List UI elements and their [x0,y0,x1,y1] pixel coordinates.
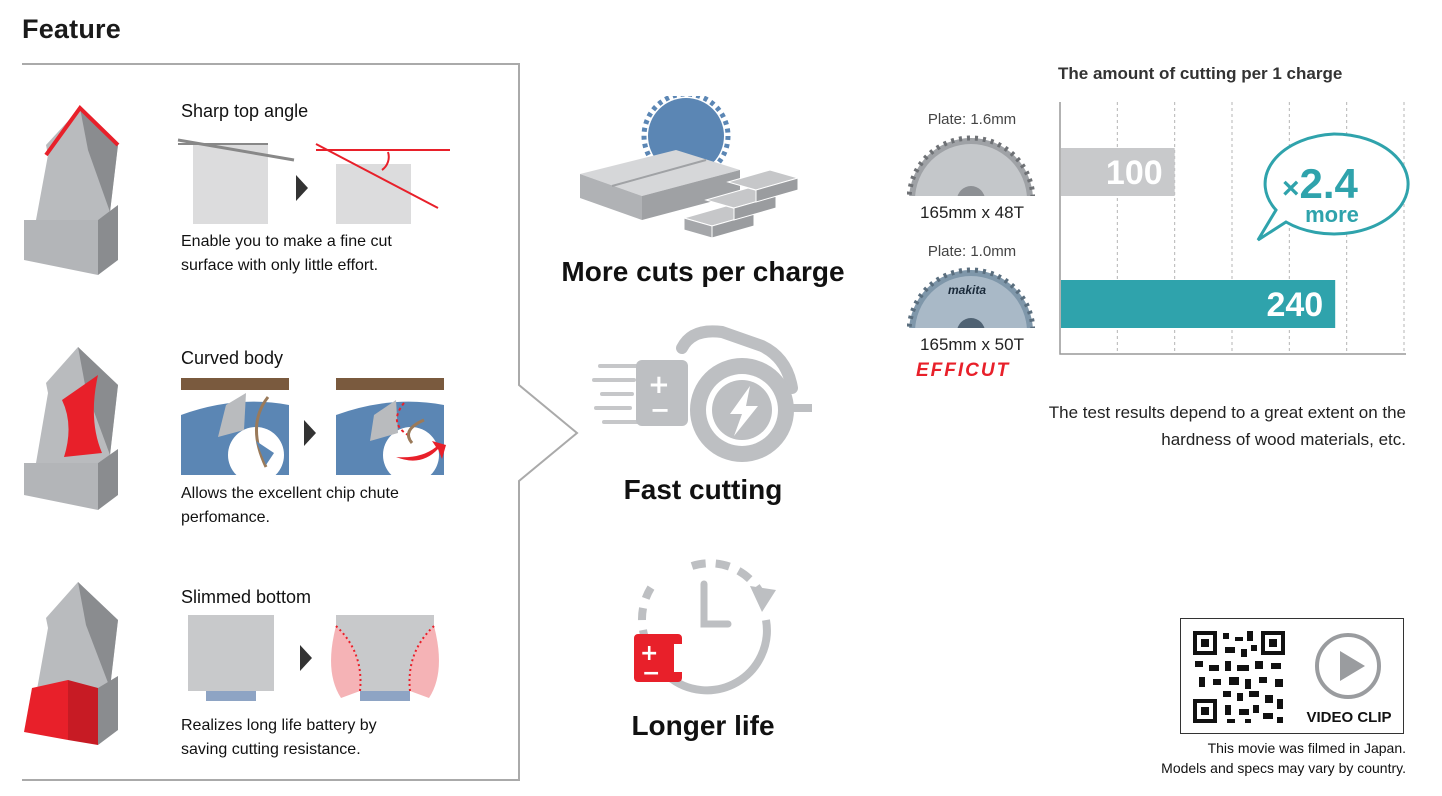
qr-code-icon[interactable] [1191,629,1287,725]
bar-0 [1061,148,1175,196]
multiplier-suffix: more [1305,202,1359,227]
blade-1-size: 165mm x 48T [920,203,1024,222]
benefit-longer-life-label: Longer life [631,710,775,741]
makita-logo: makita [948,283,987,297]
clock-battery-icon: + − [634,559,776,695]
cutting-bar-chart: 100 240 [1059,102,1406,355]
chart-title: The amount of cutting per 1 charge [1058,64,1343,83]
efficut-brand: EFFICUT [916,360,1011,381]
svg-text:+: + [648,370,670,400]
benefit-more-cuts-label: More cuts per charge [561,256,845,287]
tooth-diagram-top [24,104,120,275]
top-angle-diagram [177,138,450,224]
blade-2-plate: Plate: 1.0mm [927,243,1017,260]
feature-desc-slimmed-bottom: Realizes long life battery by saving cut… [181,717,377,758]
multiplier-prefix: × [1282,172,1300,205]
circular-saw-icon: + − [592,325,812,462]
test-results-note: The test results depend to a great exten… [1048,403,1406,449]
multiplier-value-group: ×2.4 [1282,160,1358,208]
svg-text:−: − [650,396,670,424]
multiplier-badge [1256,132,1410,242]
blade-50t-image [907,267,1035,328]
bar-value-label-0: 100 [1106,154,1163,192]
tooth-diagram-body [24,347,118,510]
chart-axis [1059,102,1406,355]
blade-2-size: 165mm x 50T [920,335,1024,354]
video-clip-label: VIDEO CLIP [1306,709,1392,726]
feature-title-slimmed-bottom: Slimmed bottom [181,587,312,607]
feature-desc-curved-body: Allows the excellent chip chute perfoman… [181,485,399,526]
svg-text:−: − [642,661,660,686]
svg-text:+: + [640,641,658,666]
video-clip-box[interactable]: VIDEO CLIP [1180,618,1404,734]
benefit-fast-cutting-label: Fast cutting [623,474,783,505]
multiplier-value: 2.4 [1299,160,1358,207]
blade-1-plate: Plate: 1.6mm [927,111,1017,128]
bar-1 [1061,280,1336,328]
page-title: Feature [22,14,121,44]
chip-chute-diagram [181,378,446,480]
feature-title-sharp-top-angle: Sharp top angle [181,101,309,121]
slimmed-bottom-diagram [188,615,439,701]
tooth-diagram-bottom [24,582,118,745]
blade-48t-image [907,135,1035,196]
feature-desc-sharp-top-angle: Enable you to make a fine cut surface wi… [181,233,392,274]
play-icon[interactable] [1313,631,1383,701]
feature-panel-frame [22,63,579,781]
bar-value-label-1: 240 [1266,286,1323,324]
lumber-saw-icon [580,96,800,239]
video-notes: This movie was filmed in Japan. Models a… [1161,740,1406,776]
feature-title-curved-body: Curved body [181,348,284,368]
